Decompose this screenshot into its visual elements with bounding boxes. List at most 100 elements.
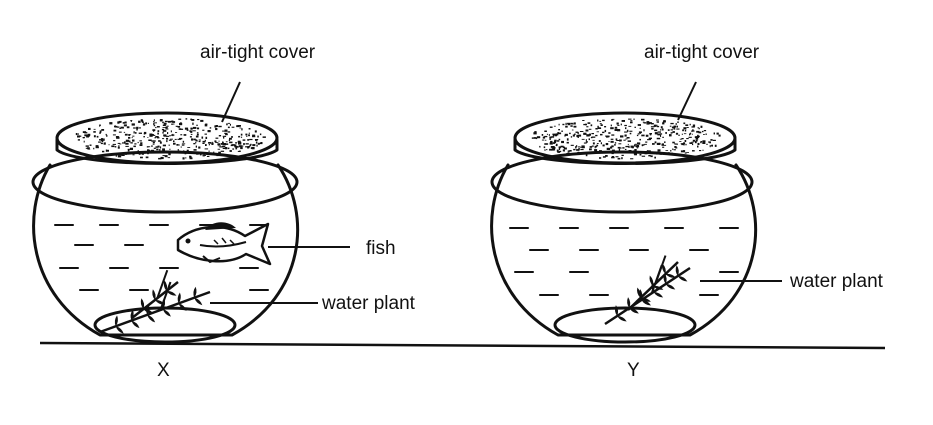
cover-speck [683,122,686,125]
cover-speck [606,147,611,150]
cover-speck [611,156,615,159]
plant-leaf [162,309,171,317]
cover-speck [88,127,91,130]
cover-speck [577,152,579,155]
cover-speck [554,147,556,149]
cover-speck [654,156,656,159]
cover-speck [604,126,607,128]
cover-speck [639,127,641,129]
cover-speck [238,142,242,145]
cover-speck [590,124,593,127]
cover-speck [683,150,686,153]
bowl-y-rim [490,150,754,214]
cover-speck [678,134,680,136]
cover-speck [177,126,181,128]
cover-speck [675,147,678,149]
cover-speck [250,147,254,149]
cover-speck [718,134,721,137]
cover-speck [222,130,226,132]
cover-speck [700,141,702,144]
cover-speck [197,119,200,121]
cover-speck [575,131,579,133]
cover-speck [546,133,548,135]
cover-speck [153,122,155,125]
cover-speck [245,133,248,136]
cover-speck [656,125,660,128]
cover-speck [173,142,176,145]
cover-speck [248,128,251,130]
cover-speck [159,141,162,144]
cover-speck [241,145,244,147]
cover-speck [170,120,172,123]
cover-speck [242,139,246,141]
bowl-y-water [509,227,739,296]
cover-speck [588,128,592,130]
cover-speck [222,141,224,144]
cover-speck [580,148,584,151]
cover-speck [630,121,633,124]
cover-speck [117,146,120,149]
cover-speck [163,130,167,132]
cover-speck [686,127,689,128]
cover-speck [132,135,135,137]
cover-speck [676,125,678,128]
cover-speck [644,152,648,155]
cover-speck [561,140,564,144]
cover-speck [148,150,151,152]
plant-leaf [163,280,168,291]
cover-speck [196,132,199,134]
cover-speck [697,127,700,129]
cover-speck [543,146,546,149]
cover-speck [131,137,133,139]
cover-speck [174,138,177,140]
cover-speck [576,149,580,151]
cover-speck [219,146,223,148]
cover-speck [87,147,90,150]
caption-x: X [157,360,170,381]
cover-speck [223,136,225,139]
cover-speck [208,142,212,144]
cover-speck [151,134,154,136]
cover-speck [605,155,608,157]
cover-speck [617,129,621,132]
cover-speck [237,140,241,143]
cover-speck [111,145,115,148]
cover-speck [133,127,136,129]
cover-speck [225,141,228,143]
cover-speck [226,123,228,126]
cover-speck [206,155,210,157]
cover-speck [697,142,700,145]
cover-speck [196,153,199,155]
cover-speck [83,137,85,139]
cover-speck [103,138,105,141]
cover-speck [552,133,556,136]
cover-speck [82,131,87,133]
cover-speck [588,138,590,141]
cover-speck [589,148,592,151]
cover-speck [562,146,565,149]
cover-speck [189,136,192,138]
cover-speck [617,124,620,126]
cover-speck [667,152,670,154]
cover-speck [167,132,169,135]
cover-speck [171,134,175,136]
cover-speck [222,145,226,147]
cover-speck [204,133,207,135]
cover-speck [217,143,221,146]
cover-speck [198,139,201,141]
cover-speck [649,134,652,136]
cover-speck [600,142,602,145]
cover-speck [672,131,675,133]
cover-speck [585,139,587,141]
cover-speck [84,134,88,137]
cover-speck [573,148,576,151]
cover-speck [222,143,226,146]
cover-speck [230,144,234,147]
cover-speck [626,137,630,139]
cover-speck [204,123,208,125]
cover-speck [162,131,164,134]
cover-speck [598,152,601,154]
cover-speck [588,133,591,136]
cover-speck [123,131,126,133]
fish-label: fish [366,238,396,259]
